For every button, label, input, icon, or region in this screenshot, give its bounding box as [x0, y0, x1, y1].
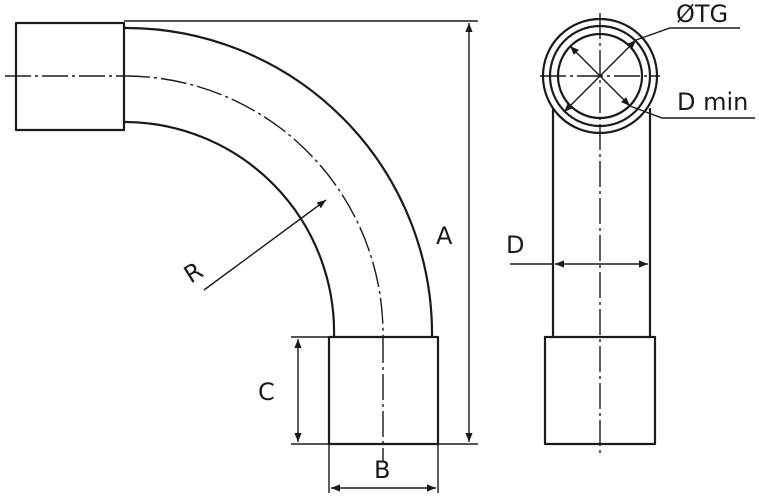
dimension-a-label: A	[436, 222, 453, 250]
front-view: ØTG D min D	[506, 0, 755, 455]
dmin-diameter-line	[569, 45, 631, 107]
dimension-r-label: R	[179, 256, 208, 289]
bend-outer-arc	[122, 26, 434, 339]
tg-leader	[635, 27, 740, 41]
dmin-label: D min	[677, 88, 748, 116]
tg-label: ØTG	[676, 0, 728, 28]
dimension-b-label: B	[374, 456, 390, 484]
front-bottom-socket	[543, 335, 657, 446]
bend-side-view: A R C B	[5, 20, 478, 493]
top-socket	[14, 21, 126, 132]
dmin-leader	[629, 105, 755, 119]
dimension-c-label: C	[258, 378, 275, 406]
bend-inner-arc	[122, 120, 336, 339]
dimension-d-label: D	[506, 231, 524, 259]
bend-centerline-arc	[123, 75, 384, 338]
dimension-r-line	[203, 199, 327, 291]
